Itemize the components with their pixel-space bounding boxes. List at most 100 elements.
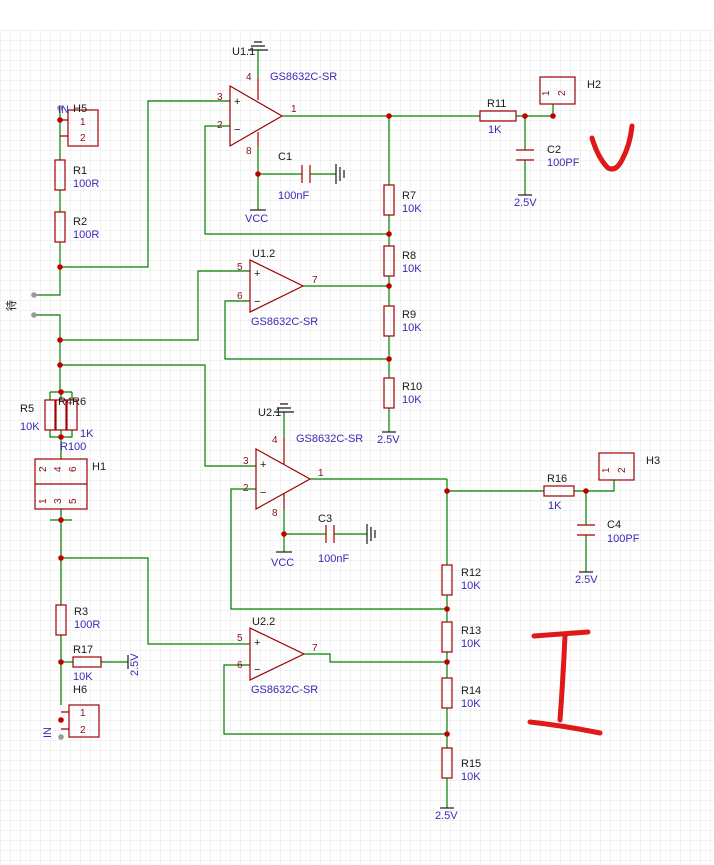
svg-text:100nF: 100nF (278, 190, 309, 202)
svg-text:+: + (254, 637, 260, 649)
net-2v5-c2: 2.5V (514, 194, 537, 209)
svg-text:C1: C1 (278, 151, 292, 163)
svg-text:10K: 10K (402, 322, 422, 334)
resistor-r6[interactable]: R6 1K (66, 396, 94, 440)
resistor-r12[interactable]: R12 10K (441, 564, 481, 596)
svg-text:8: 8 (272, 508, 278, 519)
power-vcc-u2: VCC (271, 551, 294, 569)
svg-text:R5: R5 (20, 403, 34, 415)
svg-text:6: 6 (237, 660, 243, 671)
capacitor-c4[interactable]: C4 100PF (577, 519, 640, 545)
resistor-r7[interactable]: R7 10K (383, 184, 422, 216)
opamp-u1-1[interactable]: + − U1.1 GS8632C-SR 3 2 1 4 8 (217, 46, 337, 157)
svg-text:8: 8 (246, 146, 252, 157)
ground-symbol-u2 (274, 403, 294, 413)
svg-text:10K: 10K (402, 203, 422, 215)
svg-text:10K: 10K (461, 638, 481, 650)
svg-text:H5: H5 (73, 103, 87, 115)
svg-text:10K: 10K (461, 698, 481, 710)
resistor-r4[interactable]: R4 R100 (55, 396, 86, 453)
resistor-r16[interactable]: R16 1K (543, 473, 575, 512)
svg-text:−: − (260, 487, 266, 499)
svg-text:2.5V: 2.5V (435, 810, 458, 822)
svg-text:1: 1 (601, 467, 612, 473)
opamp-u2-1-part: GS8632C-SR (296, 433, 363, 445)
svg-text:6: 6 (68, 466, 79, 472)
svg-text:1K: 1K (548, 500, 562, 512)
svg-text:2: 2 (80, 725, 86, 736)
svg-text:R15: R15 (461, 758, 481, 770)
svg-text:R13: R13 (461, 625, 481, 637)
resistor-r14[interactable]: R14 10K (441, 677, 481, 710)
open-terminals (31, 105, 64, 740)
svg-text:−: − (254, 296, 260, 308)
capacitor-c2[interactable]: C2 100PF (516, 144, 580, 169)
svg-text:−: − (234, 124, 240, 136)
resistor-r3[interactable]: R3 100R (55, 604, 100, 636)
svg-text:R9: R9 (402, 309, 416, 321)
ground-symbol-c3 (366, 524, 376, 544)
resistor-r11[interactable]: R11 1K (479, 98, 517, 136)
ink-annotation-i (527, 629, 603, 736)
opamp-u2-1[interactable]: + − U2.1 GS8632C-SR 3 2 1 4 8 (243, 407, 363, 519)
capacitor-c3[interactable]: C3 100nF (318, 513, 349, 565)
svg-text:2.5V: 2.5V (377, 434, 400, 446)
svg-text:H1: H1 (92, 461, 106, 473)
svg-text:10K: 10K (461, 580, 481, 592)
svg-text:R100: R100 (60, 441, 86, 453)
net-in-minus: IN (42, 727, 54, 738)
net-2v5-r15: 2.5V (435, 807, 458, 822)
svg-text:100R: 100R (74, 619, 100, 631)
svg-text:1K: 1K (488, 124, 502, 136)
resistor-r9[interactable]: R9 10K (383, 305, 422, 337)
resistor-r1[interactable]: R1 100R (54, 159, 99, 191)
header-h5[interactable]: H5 1 2 IN (58, 103, 99, 147)
resistor-r13[interactable]: R13 10K (441, 621, 481, 653)
opamp-u2-2-ref: U2.2 (252, 616, 275, 628)
svg-text:H2: H2 (587, 79, 601, 91)
resistor-r5[interactable]: R5 10K (20, 399, 56, 433)
svg-text:C2: C2 (547, 144, 561, 156)
resistor-r8[interactable]: R8 10K (383, 245, 422, 277)
svg-text:1K: 1K (80, 428, 94, 440)
svg-text:6: 6 (237, 291, 243, 302)
svg-text:1: 1 (80, 708, 86, 719)
opamp-u2-1-ref: U2.1 (258, 407, 281, 419)
svg-text:100PF: 100PF (607, 533, 640, 545)
header-h2[interactable]: H2 1 2 (539, 76, 601, 105)
header-h1[interactable]: H1 2 4 6 1 3 5 (34, 458, 106, 510)
svg-text:5: 5 (68, 498, 79, 504)
svg-text:100PF: 100PF (547, 157, 580, 169)
svg-text:R4: R4 (58, 396, 72, 408)
net-2v5-r17: 2.5V (127, 653, 141, 676)
opamp-u1-2[interactable]: + − U1.2 GS8632C-SR 5 6 7 (237, 248, 318, 328)
resistor-r10[interactable]: R10 10K (383, 377, 422, 409)
resistor-r2[interactable]: R2 100R (54, 211, 99, 243)
resistor-r15[interactable]: R15 10K (441, 747, 481, 783)
svg-text:H6: H6 (73, 684, 87, 696)
svg-text:4: 4 (272, 435, 278, 446)
svg-text:R2: R2 (73, 216, 87, 228)
svg-text:2.5V: 2.5V (129, 653, 141, 676)
svg-text:1: 1 (318, 468, 324, 479)
resistor-r17[interactable]: R17 10K (72, 644, 102, 683)
svg-text:R12: R12 (461, 567, 481, 579)
svg-text:+: + (234, 96, 240, 108)
svg-text:3: 3 (53, 498, 64, 504)
svg-text:7: 7 (312, 275, 318, 286)
svg-text:4: 4 (246, 72, 252, 83)
svg-text:VCC: VCC (271, 557, 294, 569)
header-h3[interactable]: H3 1 2 (598, 452, 660, 481)
svg-text:R10: R10 (402, 381, 422, 393)
power-vcc-u1: VCC (245, 209, 268, 225)
svg-text:H3: H3 (646, 455, 660, 467)
ground-symbol-u1 (248, 41, 268, 51)
header-h6[interactable]: H6 1 2 IN (42, 684, 100, 738)
svg-text:R1: R1 (73, 165, 87, 177)
capacitor-c1[interactable]: C1 100nF (278, 151, 311, 202)
opamp-u2-2[interactable]: + − U2.2 GS8632C-SR 5 6 7 (237, 616, 318, 696)
net-in-plus: IN (58, 104, 69, 116)
ground-symbol-c1 (335, 164, 345, 184)
svg-text:1: 1 (541, 90, 552, 96)
